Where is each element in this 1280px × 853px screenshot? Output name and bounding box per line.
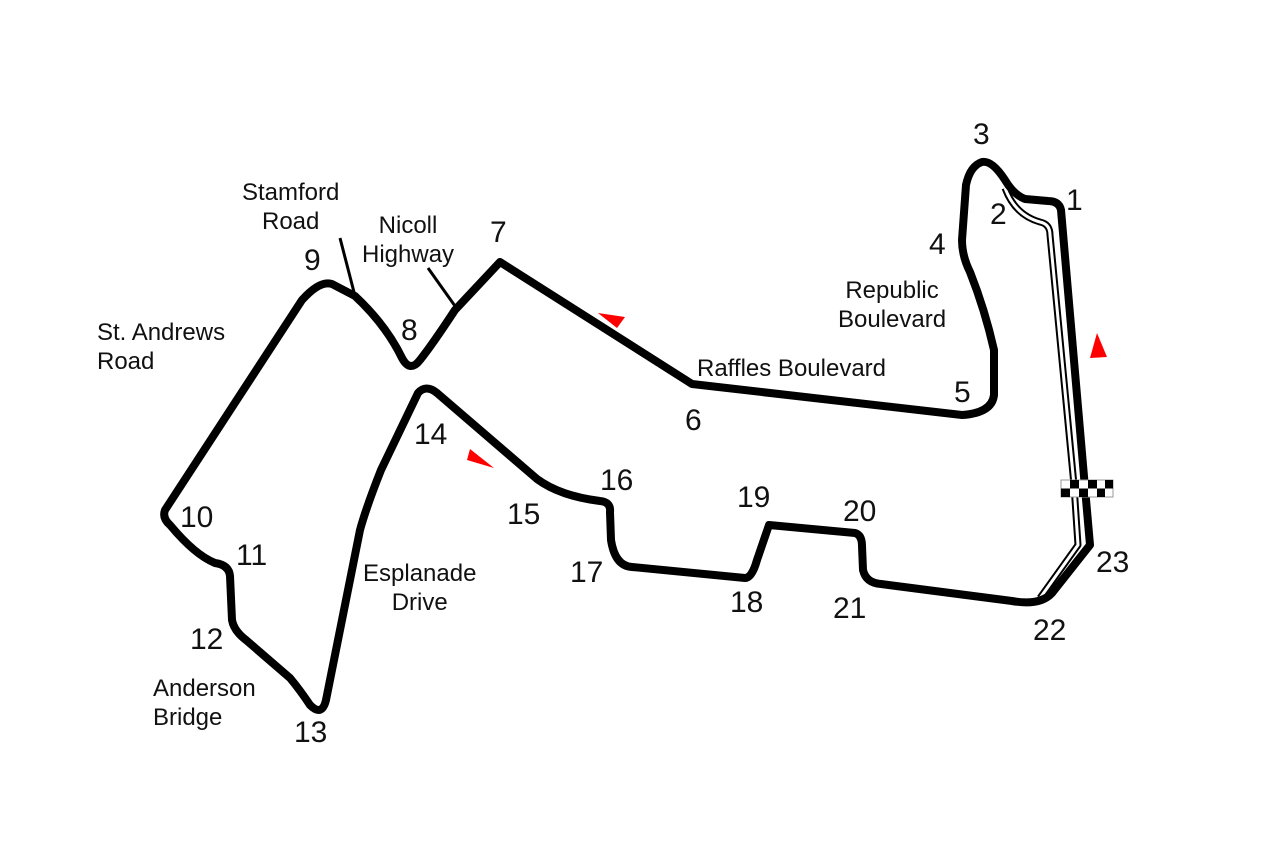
corner-11: 11: [236, 539, 268, 572]
corner-6: 6: [685, 404, 702, 437]
direction-arrow-icon: [598, 313, 625, 328]
corner-1: 1: [1066, 184, 1083, 217]
stamford-road-leader: [338, 237, 357, 297]
corner-16: 16: [600, 464, 634, 497]
corner-17: 17: [570, 556, 604, 589]
direction-arrow-icon: [1090, 333, 1107, 358]
corner-13: 13: [294, 716, 328, 749]
corner-4: 4: [929, 228, 946, 261]
label-esplanade-drive: Esplanade Drive: [363, 560, 477, 616]
label-nicoll-highway: Nicoll Highway: [362, 212, 455, 268]
corner-18: 18: [730, 586, 764, 619]
corner-14: 14: [414, 418, 448, 451]
corner-2: 2: [990, 198, 1007, 231]
label-republic-boulevard: Republic Boulevard: [838, 277, 947, 333]
label-raffles-boulevard: Raffles Boulevard: [697, 355, 886, 382]
corner-21: 21: [833, 592, 867, 625]
start-finish-flag-icon: [1060, 479, 1114, 498]
label-stamford-road: Stamford Road: [242, 179, 340, 235]
direction-arrow-icon: [467, 449, 494, 468]
label-anderson-bridge: Anderson Bridge: [153, 675, 256, 731]
corner-20: 20: [843, 495, 877, 528]
corner-7: 7: [490, 216, 507, 249]
corner-5: 5: [954, 376, 971, 409]
race-track: [160, 157, 1094, 714]
label-st-andrews-road: St. Andrews Road: [97, 319, 226, 375]
nicoll-highway-leader: [426, 267, 457, 307]
corner-22: 22: [1033, 614, 1067, 647]
corner-12: 12: [190, 623, 224, 656]
corner-3: 3: [973, 118, 990, 151]
corner-10: 10: [180, 501, 214, 534]
corner-19: 19: [737, 481, 771, 514]
corner-9: 9: [304, 244, 321, 277]
corner-23: 23: [1096, 546, 1130, 579]
corner-15: 15: [507, 498, 541, 531]
corner-8: 8: [401, 314, 418, 347]
